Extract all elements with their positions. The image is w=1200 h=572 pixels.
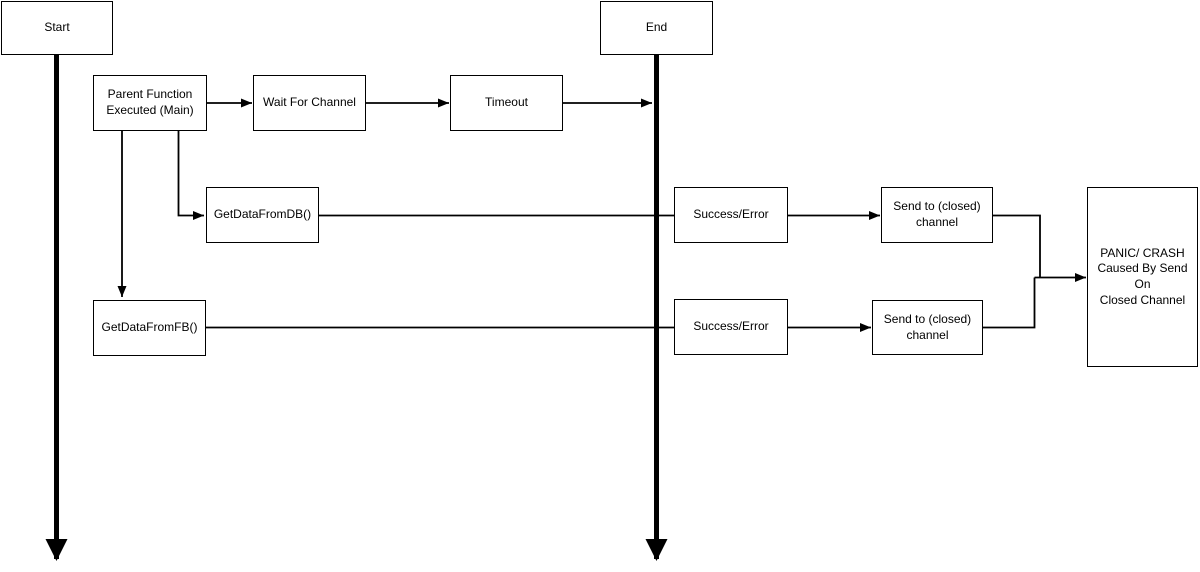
node-timeout: Timeout bbox=[450, 75, 563, 131]
node-getdatafromfb: GetDataFromFB() bbox=[93, 300, 206, 356]
node-end-label: End bbox=[645, 20, 668, 35]
node-panic-crash-label: PANIC/ CRASH Caused By Send On Closed Ch… bbox=[1097, 245, 1188, 307]
edge-send-db-to-join bbox=[993, 214, 1041, 278]
node-panic-crash: PANIC/ CRASH Caused By Send On Closed Ch… bbox=[1087, 187, 1198, 367]
node-parent-function-label: Parent Function Executed (Main) bbox=[106, 87, 194, 117]
node-getdatafromfb-label: GetDataFromFB() bbox=[101, 320, 198, 335]
node-parent-function: Parent Function Executed (Main) bbox=[93, 75, 207, 131]
node-wait-for-channel-label: Wait For Channel bbox=[263, 95, 356, 110]
edge-send-fb-to-join bbox=[983, 277, 1036, 329]
node-getdatafromdb: GetDataFromDB() bbox=[206, 187, 319, 243]
node-send-closed-channel-fb: Send to (closed) channel bbox=[872, 300, 983, 355]
node-success-error-db: Success/Error bbox=[674, 187, 788, 243]
node-wait-for-channel: Wait For Channel bbox=[253, 75, 366, 131]
edge-parent-to-getdatafromdb bbox=[177, 131, 204, 220]
node-start: Start bbox=[1, 1, 113, 55]
node-success-error-db-label: Success/Error bbox=[693, 207, 769, 222]
node-success-error-fb: Success/Error bbox=[674, 299, 788, 355]
node-start-label: Start bbox=[44, 20, 70, 35]
node-timeout-label: Timeout bbox=[485, 95, 528, 110]
node-success-error-fb-label: Success/Error bbox=[693, 319, 769, 334]
node-send-closed-channel-db-label: Send to (closed) channel bbox=[893, 199, 981, 229]
node-getdatafromdb-label: GetDataFromDB() bbox=[213, 207, 312, 222]
node-end: End bbox=[600, 1, 713, 55]
node-send-closed-channel-fb-label: Send to (closed) channel bbox=[883, 311, 972, 342]
node-send-closed-channel-db: Send to (closed) channel bbox=[881, 187, 993, 243]
